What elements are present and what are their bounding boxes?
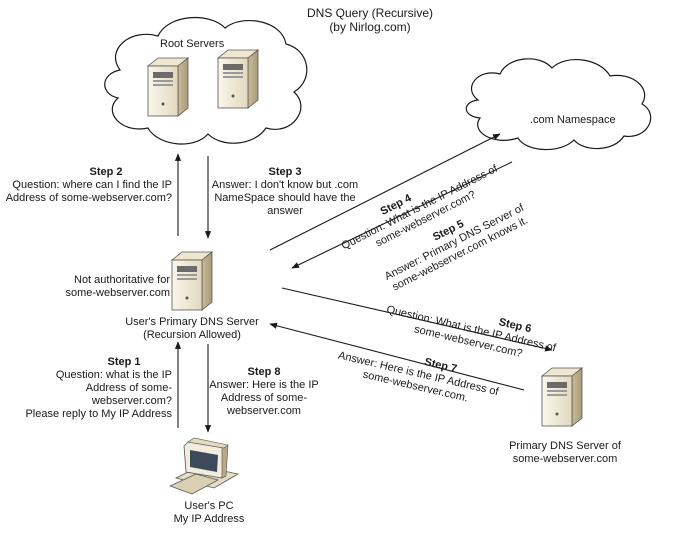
step3-line-2: NameSpace should have the	[214, 192, 356, 204]
target-dns-server-icon	[541, 367, 583, 427]
root-servers-label: Root Servers	[160, 38, 225, 50]
arrow-step5	[291, 161, 513, 269]
step3-title: Step 3	[268, 166, 302, 178]
step8-line-1: Answer: Here is the IP	[209, 379, 319, 391]
root-server-1-icon	[147, 57, 189, 117]
target-dns-label-line-1: Primary DNS Server of	[509, 440, 621, 452]
step1-block: Step 1 Question: what is the IP Address …	[10, 356, 172, 421]
arrow-step4	[269, 133, 501, 251]
step1-line-1: Question: what is the IP	[55, 369, 172, 381]
step8-block: Step 8 Answer: Here is the IP Address of…	[204, 366, 324, 418]
step3-line-3: answer	[267, 205, 303, 217]
step8-line-3: webserver.com	[227, 405, 301, 417]
com-namespace-label: .com Namespace	[530, 114, 616, 126]
primary-dns-label: User's Primary DNS Server (Recursion All…	[112, 316, 272, 342]
user-pc-label-line-1: User's PC	[184, 500, 234, 512]
primary-dns-label-line-1: User's Primary DNS Server	[125, 316, 259, 328]
step8-title: Step 8	[247, 366, 281, 378]
arrow-step7	[269, 322, 525, 391]
root-servers-cloud	[104, 16, 308, 145]
primary-dns-label-line-2: (Recursion Allowed)	[143, 329, 241, 341]
diagram-title: DNS Query (Recursive) (by Nirlog.com)	[270, 6, 470, 34]
primary-dns-note-line-1: Not authoritative for	[74, 274, 170, 286]
step2-line-1: Question: where can I find the IP	[12, 179, 172, 191]
step8-line-2: Address of some-	[220, 392, 308, 404]
user-pc-label-line-2: My IP Address	[173, 513, 245, 525]
title-line-2: (by Nirlog.com)	[329, 20, 411, 34]
step3-line-1: Answer: I don't know but .com	[211, 179, 359, 191]
step1-title: Step 1	[107, 356, 141, 368]
step1-line-4: Please reply to My IP Address	[25, 408, 172, 420]
user-pc-label: User's PC My IP Address	[154, 500, 264, 526]
step2-title: Step 2	[89, 166, 123, 178]
step2-block: Step 2 Question: where can I find the IP…	[0, 166, 172, 205]
step3-block: Step 3 Answer: I don't know but .com Nam…	[206, 166, 364, 218]
step1-line-2: Address of some-	[85, 382, 172, 394]
user-pc-icon	[168, 437, 240, 495]
target-dns-label: Primary DNS Server of some-webserver.com	[490, 440, 640, 466]
step2-line-2: Address of some-webserver.com?	[5, 192, 172, 204]
root-server-2-icon	[217, 49, 259, 109]
com-namespace-cloud	[465, 58, 652, 151]
title-line-1: DNS Query (Recursive)	[306, 6, 434, 20]
step1-line-3: webserver.com?	[91, 395, 172, 407]
primary-dns-note-line-2: some-webserver.com	[65, 287, 170, 299]
target-dns-label-line-2: some-webserver.com	[512, 453, 618, 465]
arrow-step6	[281, 287, 553, 352]
primary-dns-server-icon	[171, 251, 213, 311]
primary-dns-note: Not authoritative for some-webserver.com	[20, 274, 170, 300]
